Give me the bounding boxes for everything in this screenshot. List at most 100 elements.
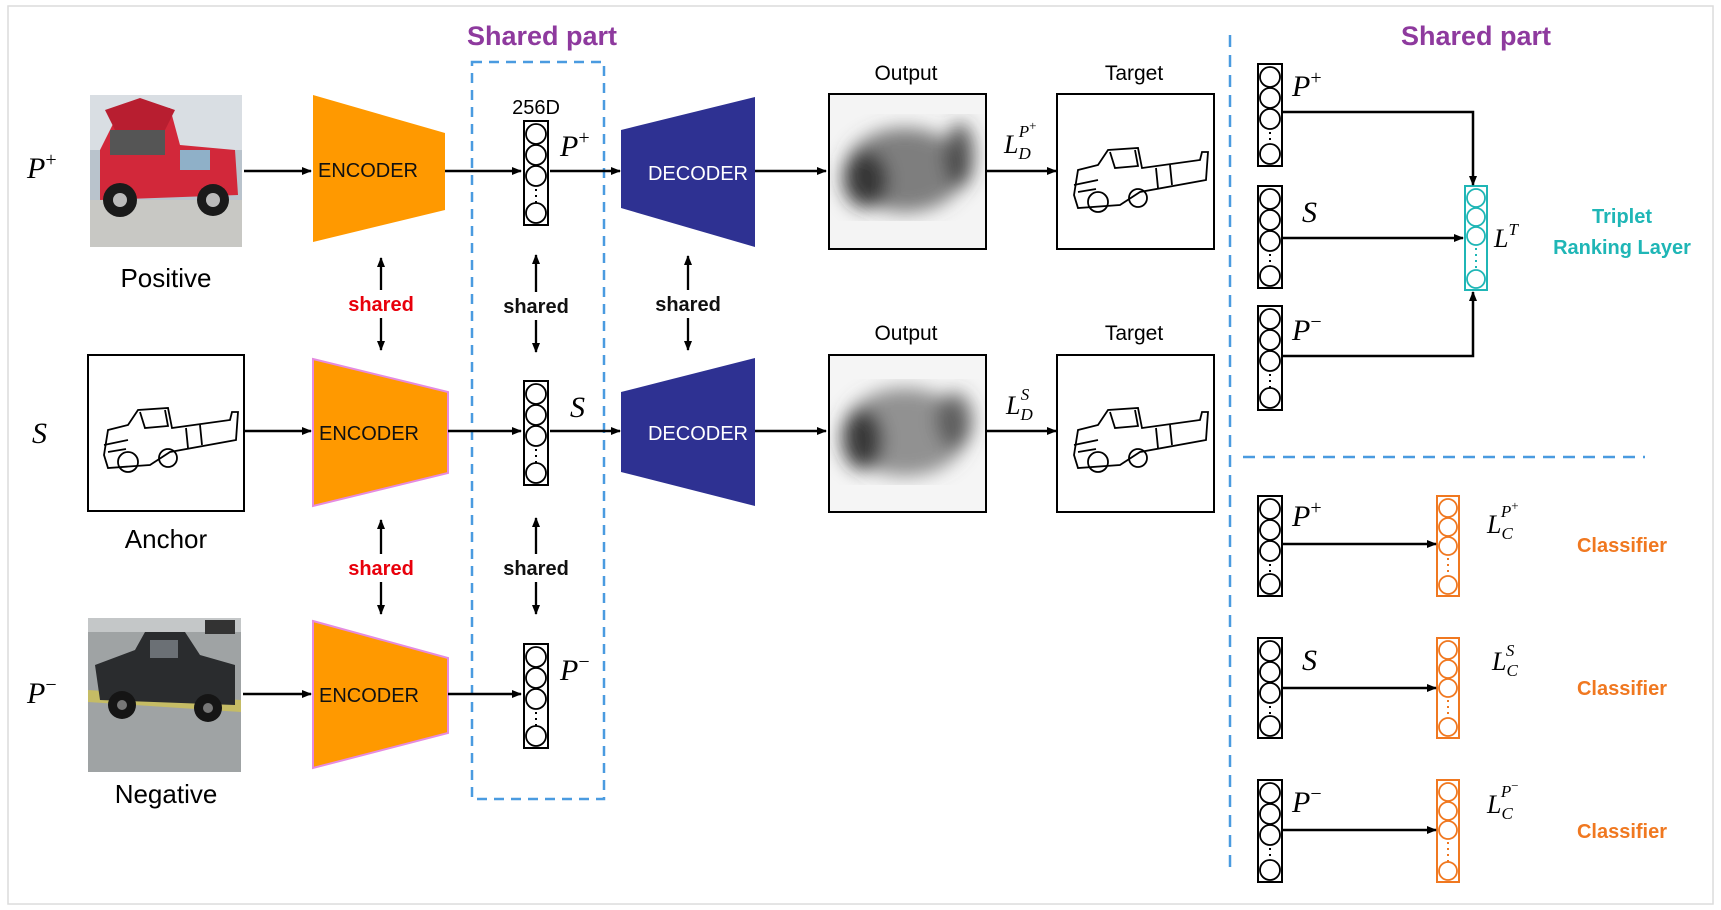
neuron: [1438, 717, 1458, 737]
neuron: [1438, 517, 1458, 537]
neuron: [1259, 265, 1281, 287]
neuron: [1259, 682, 1281, 704]
shared-label-decoder: shared: [655, 294, 721, 316]
classifier-input-vector-1: [1257, 495, 1283, 597]
svg-text:ENCODER: ENCODER: [319, 685, 419, 707]
shared-label-encoder-1: shared: [348, 294, 414, 316]
neuron: [1259, 661, 1281, 683]
output-image-anchor: [828, 354, 987, 513]
neuron: [1259, 782, 1281, 804]
shared-label-encoder-2: shared: [348, 558, 414, 580]
neuron: [1259, 519, 1281, 541]
neuron: [1466, 188, 1486, 208]
neuron: [1438, 575, 1458, 595]
classifier-input-label-2: S: [1302, 644, 1317, 677]
triplet-input-vector-1: [1257, 63, 1283, 167]
classifier-loss-1: LCP+: [1486, 498, 1519, 543]
input-symbol-anchor: S: [32, 417, 47, 450]
classifier-label-1: Classifier: [1577, 535, 1667, 557]
classifier-output-vector-3: [1436, 779, 1460, 883]
triplet-arrow-3: [1282, 291, 1477, 358]
encoder-positive: ENCODER: [313, 95, 445, 242]
caption-positive: Positive: [120, 263, 211, 293]
neuron: [525, 725, 547, 747]
target-label-pos: Target: [1105, 62, 1164, 85]
neuron: [1259, 209, 1281, 231]
neuron: [525, 404, 547, 426]
svg-text:DECODER: DECODER: [648, 163, 748, 185]
neuron: [1259, 108, 1281, 130]
neuron: [1259, 715, 1281, 737]
feature-symbol-anchor: S: [570, 391, 585, 424]
classifier-input-vector-2: [1257, 637, 1283, 739]
neuron: [1259, 859, 1281, 881]
output-image-positive: [828, 93, 987, 250]
neuron: [1438, 659, 1458, 679]
decoder-positive: DECODER: [621, 97, 755, 247]
positive-photo: [90, 95, 242, 247]
classifier-label-3: Classifier: [1577, 821, 1667, 843]
neuron: [1259, 498, 1281, 520]
neuron: [1438, 861, 1458, 881]
target-sketch-anchor: [1056, 354, 1215, 513]
caption-negative: Negative: [115, 779, 218, 809]
neuron: [1259, 329, 1281, 351]
neuron: [525, 425, 547, 447]
classifier-label-2: Classifier: [1577, 678, 1667, 700]
neuron: [1259, 573, 1281, 595]
triplet-input-label-3: P−: [1291, 311, 1322, 347]
caption-anchor: Anchor: [125, 524, 208, 554]
loss-decoder-positive: LDP+: [1003, 118, 1036, 163]
encoder-negative: ENCODER: [312, 619, 449, 770]
classifier-input-label-3: P−: [1291, 783, 1322, 819]
feature-vector-negative: [523, 643, 549, 749]
triplet-input-label-1: P+: [1291, 67, 1322, 103]
shared-part-title-right: Shared part: [1401, 21, 1551, 51]
neuron: [1466, 207, 1486, 227]
neuron: [1259, 66, 1281, 88]
classifier-loss-3: LCP−: [1486, 778, 1519, 823]
triplet-title-line2: Ranking Layer: [1553, 237, 1691, 259]
classifier-output-vector-2: [1436, 637, 1460, 739]
feature-vector-anchor: [523, 380, 549, 486]
neuron: [1259, 824, 1281, 846]
target-sketch-positive: [1056, 93, 1215, 250]
neuron: [525, 667, 547, 689]
anchor-sketch: [87, 354, 245, 512]
neuron: [1259, 308, 1281, 330]
svg-text:ENCODER: ENCODER: [318, 160, 418, 182]
neuron: [525, 383, 547, 405]
neuron: [1259, 230, 1281, 252]
neuron: [1438, 820, 1458, 840]
neuron: [1259, 350, 1281, 372]
neuron: [1438, 536, 1458, 556]
triplet-loss: LT: [1493, 220, 1519, 253]
output-label-pos: Output: [874, 62, 937, 85]
shared-label-feature-1: shared: [503, 296, 569, 318]
svg-text:ENCODER: ENCODER: [319, 423, 419, 445]
neuron: [1259, 640, 1281, 662]
triplet-arrow-1: [1282, 110, 1477, 186]
classifier-input-label-1: P+: [1291, 497, 1322, 533]
triplet-input-vector-3: [1257, 305, 1283, 411]
neuron: [1438, 678, 1458, 698]
negative-photo: [88, 618, 241, 772]
feature-dim-label: 256D: [512, 97, 560, 119]
neuron: [1438, 498, 1458, 518]
neuron: [1438, 801, 1458, 821]
shared-label-feature-2: shared: [503, 558, 569, 580]
neuron: [525, 123, 547, 145]
shared-part-title-left: Shared part: [467, 21, 617, 51]
triplet-input-vector-2: [1257, 185, 1283, 289]
input-symbol-positive: P+: [26, 149, 57, 185]
encoder-anchor: ENCODER: [312, 357, 449, 508]
neuron: [525, 646, 547, 668]
feature-vector-positive: [523, 120, 549, 226]
neuron: [525, 202, 547, 224]
triplet-title-line1: Triplet: [1592, 206, 1652, 228]
neuron: [1438, 640, 1458, 660]
triplet-input-label-2: S: [1302, 196, 1317, 229]
neuron: [525, 165, 547, 187]
neuron: [1259, 143, 1281, 165]
